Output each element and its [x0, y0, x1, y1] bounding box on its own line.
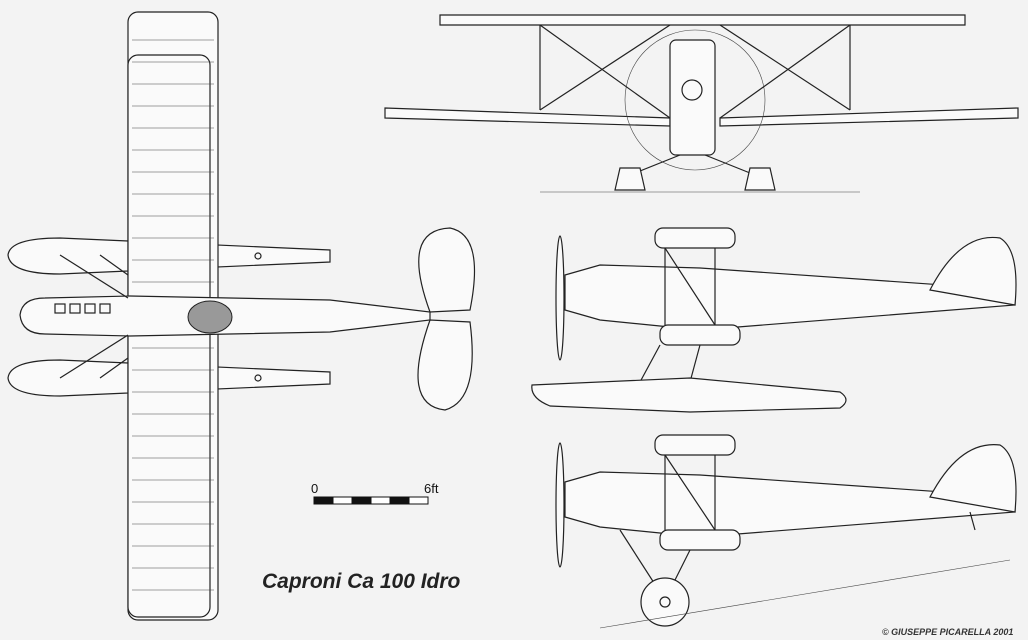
scale-segment [313, 496, 334, 505]
scale-segment [408, 496, 429, 505]
side-view-landplane [555, 434, 1017, 629]
scale-segment [332, 496, 353, 505]
plan-view [7, 11, 476, 621]
front-upper-wing [439, 14, 966, 26]
copyright-credit: © GIUSEPPE PICARELLA 2001 [882, 627, 1014, 637]
scale-segment [370, 496, 391, 505]
scale-end-label: 6ft [424, 481, 439, 496]
scale-segment [351, 496, 372, 505]
front-view [384, 14, 1019, 193]
drawing-title: Caproni Ca 100 Idro [262, 570, 461, 593]
scale-bar [313, 496, 429, 505]
side-view-seaplane [531, 227, 1017, 413]
tailplane [417, 227, 476, 411]
side-float [531, 377, 847, 413]
scale-segment [389, 496, 410, 505]
scale-start-label: 0 [311, 481, 319, 496]
landing-wheel [640, 577, 690, 627]
